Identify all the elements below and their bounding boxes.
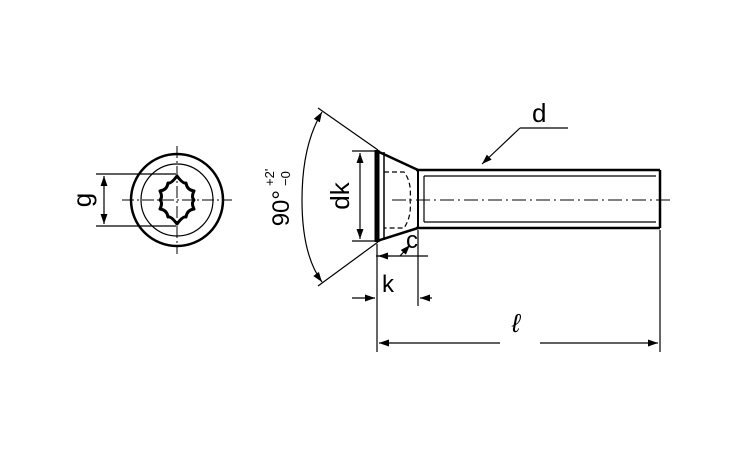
length-dimension [379,230,661,352]
g-label: g [67,193,97,207]
angle-tolerance-minus: −0 [278,171,293,186]
d-label: d [532,98,546,128]
angle-dimension [301,107,379,287]
k-label: k [382,271,395,298]
dk-dimension [352,150,376,242]
angle-value: 90° [268,190,295,226]
c-dimension [376,244,428,260]
angle-label: 90° +2' −0 [262,169,295,227]
dk-label: dk [325,181,355,209]
angle-tolerance-plus: +2' [262,169,277,186]
head-top-view [122,146,232,254]
torx-recess-icon [158,174,196,226]
c-label: c [406,227,418,254]
k-dimension [352,230,432,352]
g-dimension [96,173,176,227]
length-label: ℓ [511,308,522,338]
screw-side-view [374,149,672,243]
d-leader [481,127,568,165]
